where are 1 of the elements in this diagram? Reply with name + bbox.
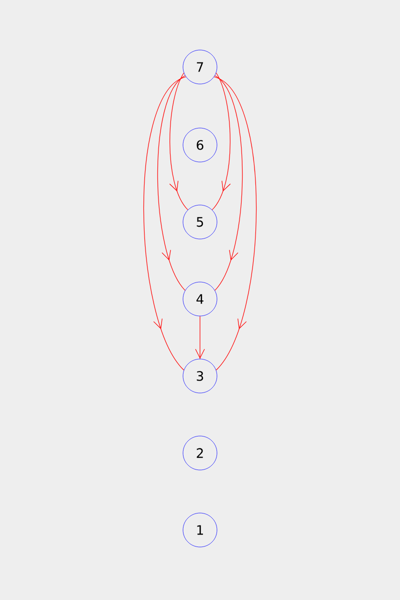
arrow	[195, 316, 205, 360]
